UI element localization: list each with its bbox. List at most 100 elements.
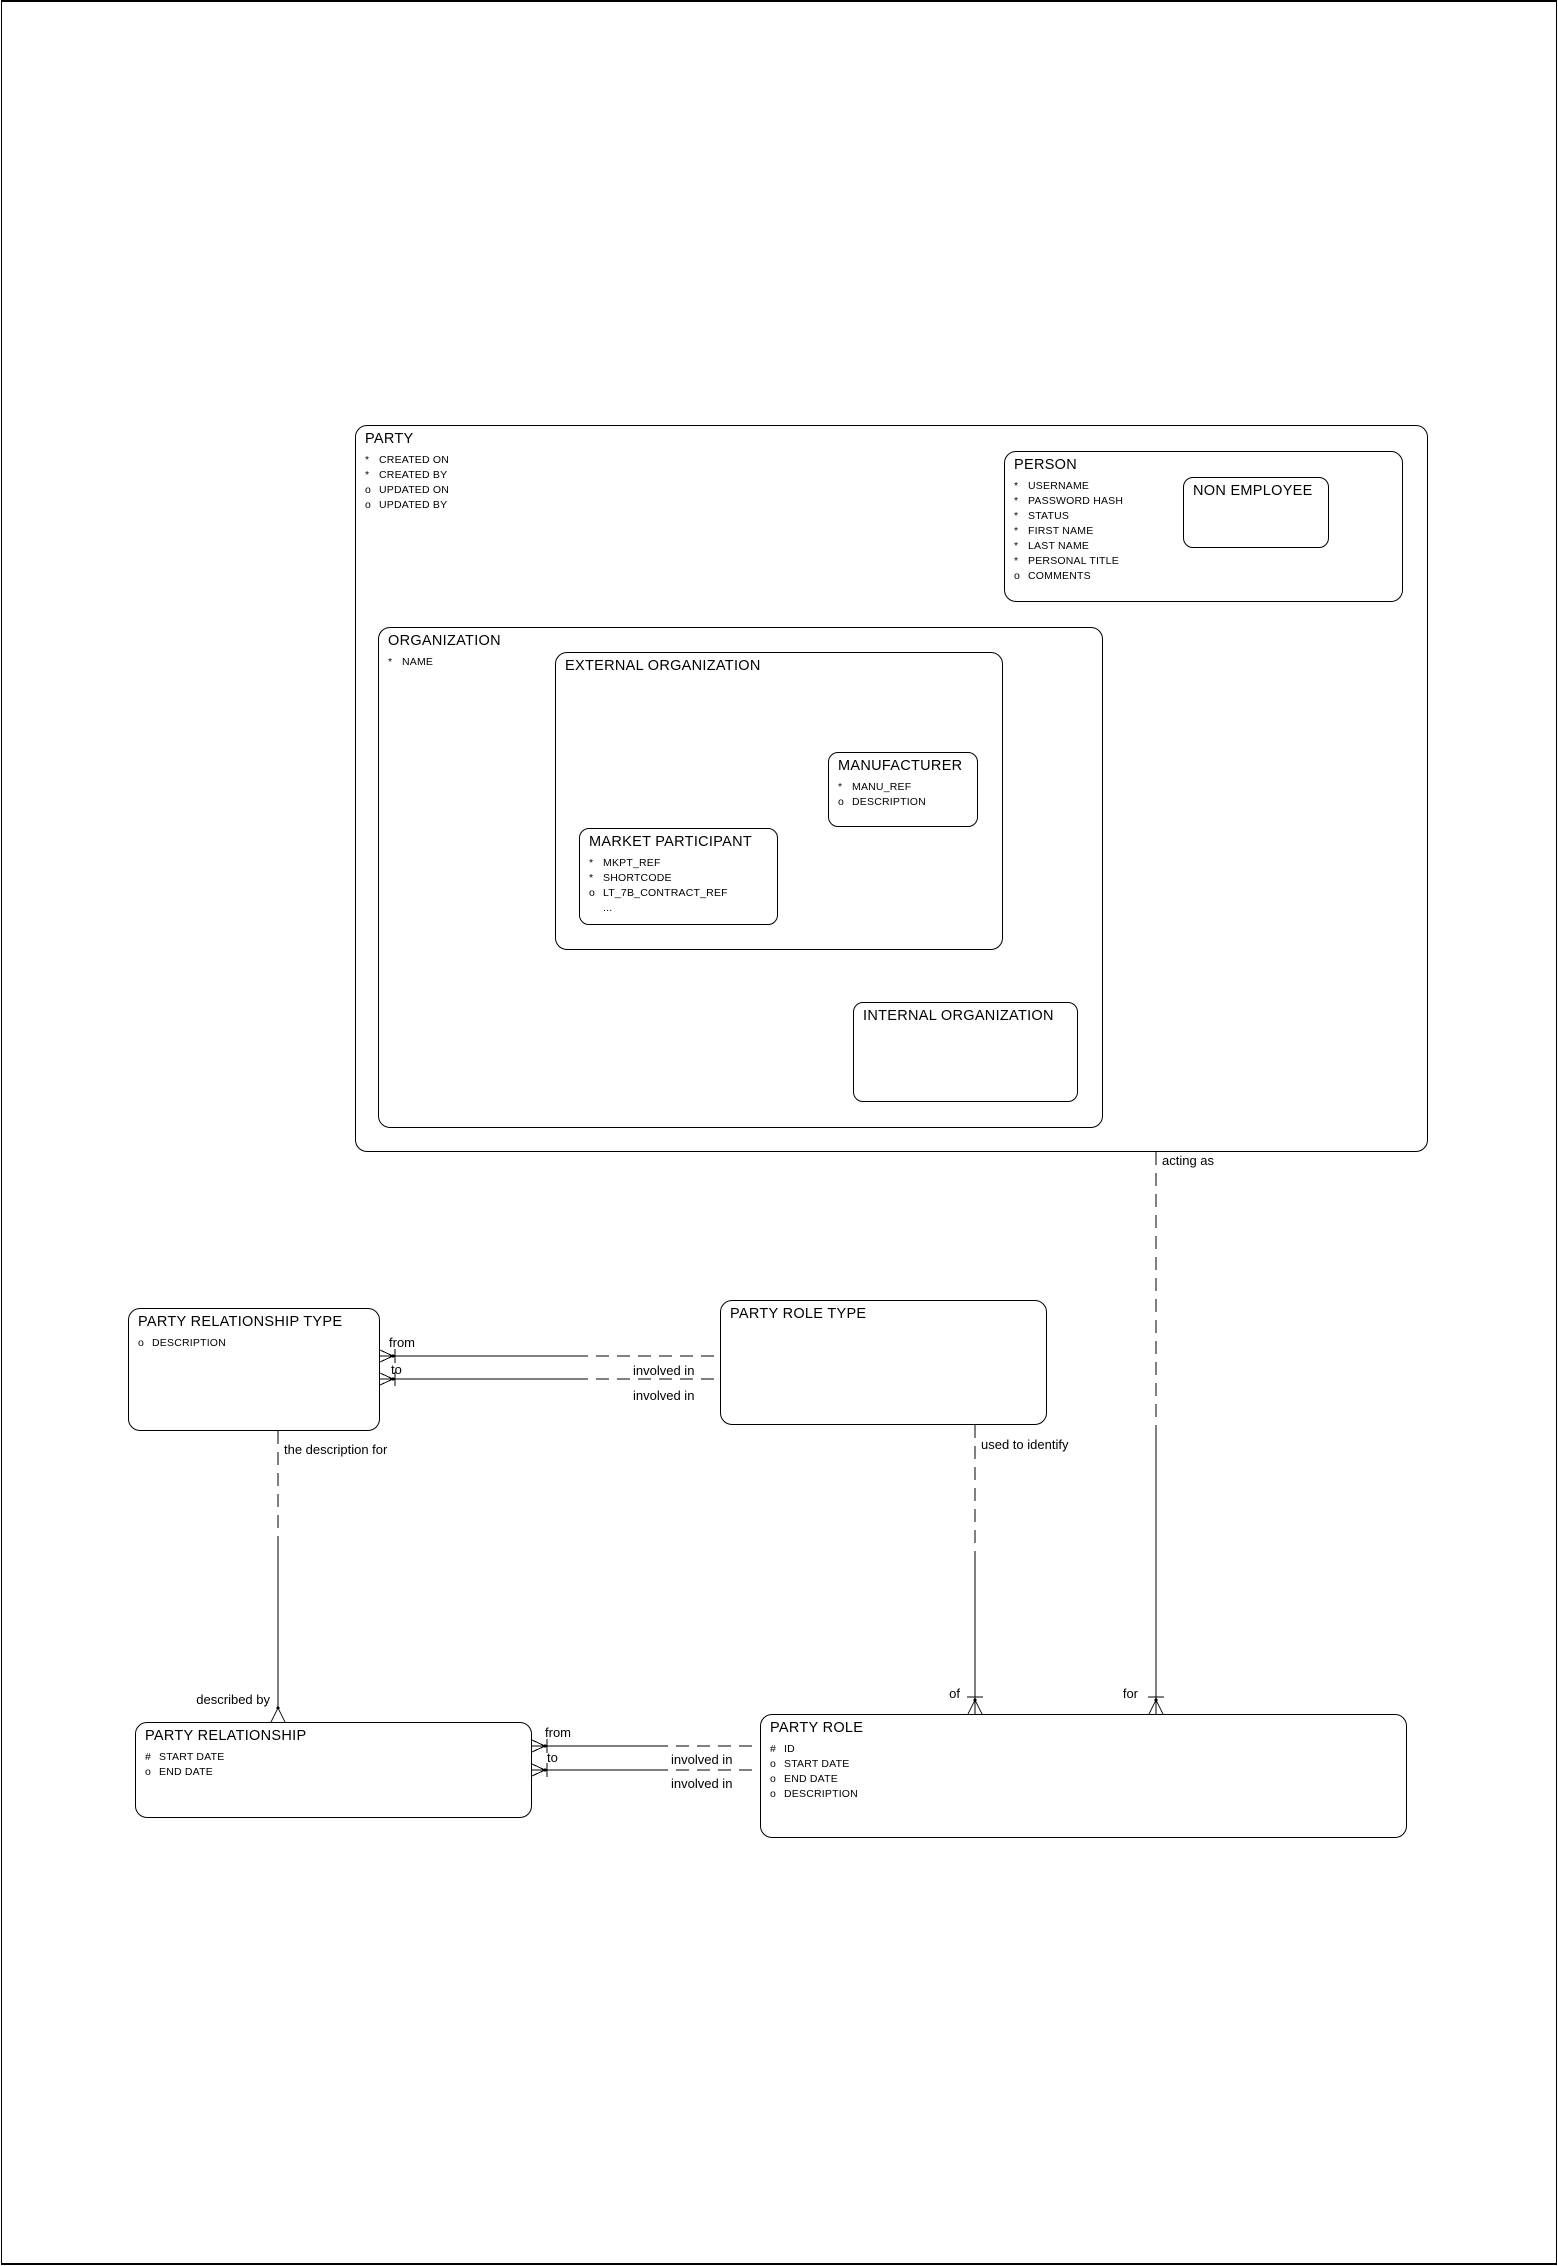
relationship-label-type-involved-in-1[interactable]: involved in <box>633 1363 695 1378</box>
attribute-text: ... <box>603 902 613 914</box>
attribute-row: ... <box>589 901 773 916</box>
attribute-text: START DATE <box>784 1758 850 1770</box>
attribute-row: o UPDATED BY <box>365 498 1423 513</box>
entity-person[interactable]: PERSON *USERNAME *PASSWORD HASH *STATUS … <box>1004 451 1403 602</box>
relationship-label-used-to-identify[interactable]: used to identify <box>981 1437 1069 1452</box>
attribute-row: *NAME <box>388 655 1098 670</box>
attribute-row: o DESCRIPTION <box>838 795 973 810</box>
entity-title: MANUFACTURER <box>838 758 963 774</box>
attribute-marker: o <box>770 1773 777 1785</box>
attribute-marker: o <box>589 887 596 899</box>
relationship-line-rel-to-involved-in[interactable] <box>531 1763 760 1777</box>
attribute-text: START DATE <box>159 1751 225 1763</box>
relationship-label-rel-involved-in-2[interactable]: involved in <box>671 1776 733 1791</box>
relationship-label-described-by[interactable]: described by <box>196 1692 270 1707</box>
attribute-text: UPDATED ON <box>379 484 450 496</box>
attribute-row: * MKPT_REF <box>589 856 773 871</box>
relationship-line-rel-from-involved-in[interactable] <box>531 1739 760 1753</box>
relationship-line-description-for-described-by[interactable] <box>270 1431 286 1723</box>
entity-manufacturer[interactable]: MANUFACTURER * MANU_REF o DESCRIPTION <box>828 752 978 827</box>
relationship-line-used-to-identify-of[interactable] <box>967 1425 983 1715</box>
attribute-marker: o <box>145 1766 152 1778</box>
attribute-marker: o <box>138 1337 145 1349</box>
attribute-row: * CREATED BY <box>365 468 1423 483</box>
entity-market-participant[interactable]: MARKET PARTICIPANT * MKPT_REF * SHORTCODE … <box>579 828 778 925</box>
attribute-text: UPDATED BY <box>379 499 448 511</box>
entity-party-relationship[interactable]: PARTY RELATIONSHIP # START DATE o END DATE <box>135 1722 532 1818</box>
attribute-text: ID <box>784 1743 795 1755</box>
attribute-text: CREATED ON <box>379 454 450 466</box>
attribute-row: # START DATE <box>145 1750 527 1765</box>
attribute-text: MKPT_REF <box>603 857 661 869</box>
attribute-marker: * <box>1014 525 1019 537</box>
attribute-marker: * <box>365 454 370 466</box>
entity-title: MARKET PARTICIPANT <box>589 834 753 850</box>
attribute-text: DESCRIPTION <box>852 796 926 808</box>
entity-organization[interactable]: ORGANIZATION *NAME <box>378 627 1103 1128</box>
entity-non-employee[interactable]: NON EMPLOYEE <box>1183 477 1329 548</box>
attribute-text: END DATE <box>784 1773 838 1785</box>
relationship-line-type-to-involved-in[interactable] <box>379 1372 720 1386</box>
entity-title: PARTY ROLE TYPE <box>730 1306 867 1322</box>
attribute-row: * MANU_REF <box>838 780 973 795</box>
relationship-line-acting-as-for[interactable] <box>1148 1152 1164 1715</box>
entity-internal-organization[interactable]: INTERNAL ORGANIZATION <box>853 1002 1078 1102</box>
attribute-text: USERNAME <box>1028 480 1090 492</box>
attribute-text: CREATED BY <box>379 469 448 481</box>
attribute-marker: o <box>838 796 845 808</box>
relationship-label-of[interactable]: of <box>949 1686 960 1701</box>
crow-foot-apex <box>543 1768 547 1772</box>
entity-title: PARTY RELATIONSHIP TYPE <box>138 1314 343 1330</box>
entity-title: INTERNAL ORGANIZATION <box>863 1008 1054 1024</box>
attribute-marker: * <box>365 469 370 481</box>
relationship-label-rel-involved-in-1[interactable]: involved in <box>671 1752 733 1767</box>
relationship-label-acting-as[interactable]: acting as <box>1162 1153 1215 1168</box>
crow-foot-apex <box>973 1698 977 1702</box>
attribute-text: END DATE <box>159 1766 213 1778</box>
attribute-marker: o <box>770 1788 777 1800</box>
crow-foot-apex <box>276 1706 280 1710</box>
relationship-label-rel-from[interactable]: from <box>545 1725 571 1740</box>
attribute-marker: * <box>838 781 843 793</box>
attribute-marker: * <box>589 857 594 869</box>
relationship-label-type-involved-in-2[interactable]: involved in <box>633 1388 695 1403</box>
relationship-label-rel-to[interactable]: to <box>547 1750 558 1765</box>
attribute-marker: # <box>145 1751 152 1763</box>
entity-party-role-type[interactable]: PARTY ROLE TYPE <box>720 1300 1047 1425</box>
attribute-list: *NAME <box>388 655 1098 670</box>
attribute-marker: # <box>770 1743 777 1755</box>
attribute-text: PERSONAL TITLE <box>1028 555 1119 567</box>
entity-party[interactable]: PARTY * CREATED ON * CREATED BY o UPDATED O… <box>355 425 1428 1152</box>
relationship-line-type-from-involved-in[interactable] <box>379 1349 720 1363</box>
relationship-label-type-to[interactable]: to <box>391 1362 402 1377</box>
entity-title: ORGANIZATION <box>388 633 501 649</box>
relationship-label-for[interactable]: for <box>1122 1686 1138 1701</box>
attribute-marker: o <box>365 499 372 511</box>
entity-title: PARTY RELATIONSHIP <box>145 1728 307 1744</box>
attribute-marker: * <box>1014 480 1019 492</box>
attribute-row: *PASSWORD HASH <box>1014 494 1398 509</box>
relationship-label-the-description-for[interactable]: the description for <box>284 1442 388 1457</box>
entity-title: NON EMPLOYEE <box>1193 483 1313 499</box>
attribute-marker: * <box>1014 540 1019 552</box>
attribute-text: SHORTCODE <box>603 872 672 884</box>
attribute-marker <box>589 901 603 916</box>
attribute-row: # ID <box>770 1742 1402 1757</box>
attribute-marker: o <box>365 484 372 496</box>
relationship-label-type-from[interactable]: from <box>389 1335 415 1350</box>
entity-title: PERSON <box>1014 457 1078 473</box>
attribute-row: o END DATE <box>145 1765 527 1780</box>
entity-external-organization[interactable]: EXTERNAL ORGANIZATION <box>555 652 1003 950</box>
entity-title: PARTY <box>365 431 414 447</box>
attribute-row: o UPDATED ON <box>365 483 1423 498</box>
attribute-text: MANU_REF <box>852 781 912 793</box>
